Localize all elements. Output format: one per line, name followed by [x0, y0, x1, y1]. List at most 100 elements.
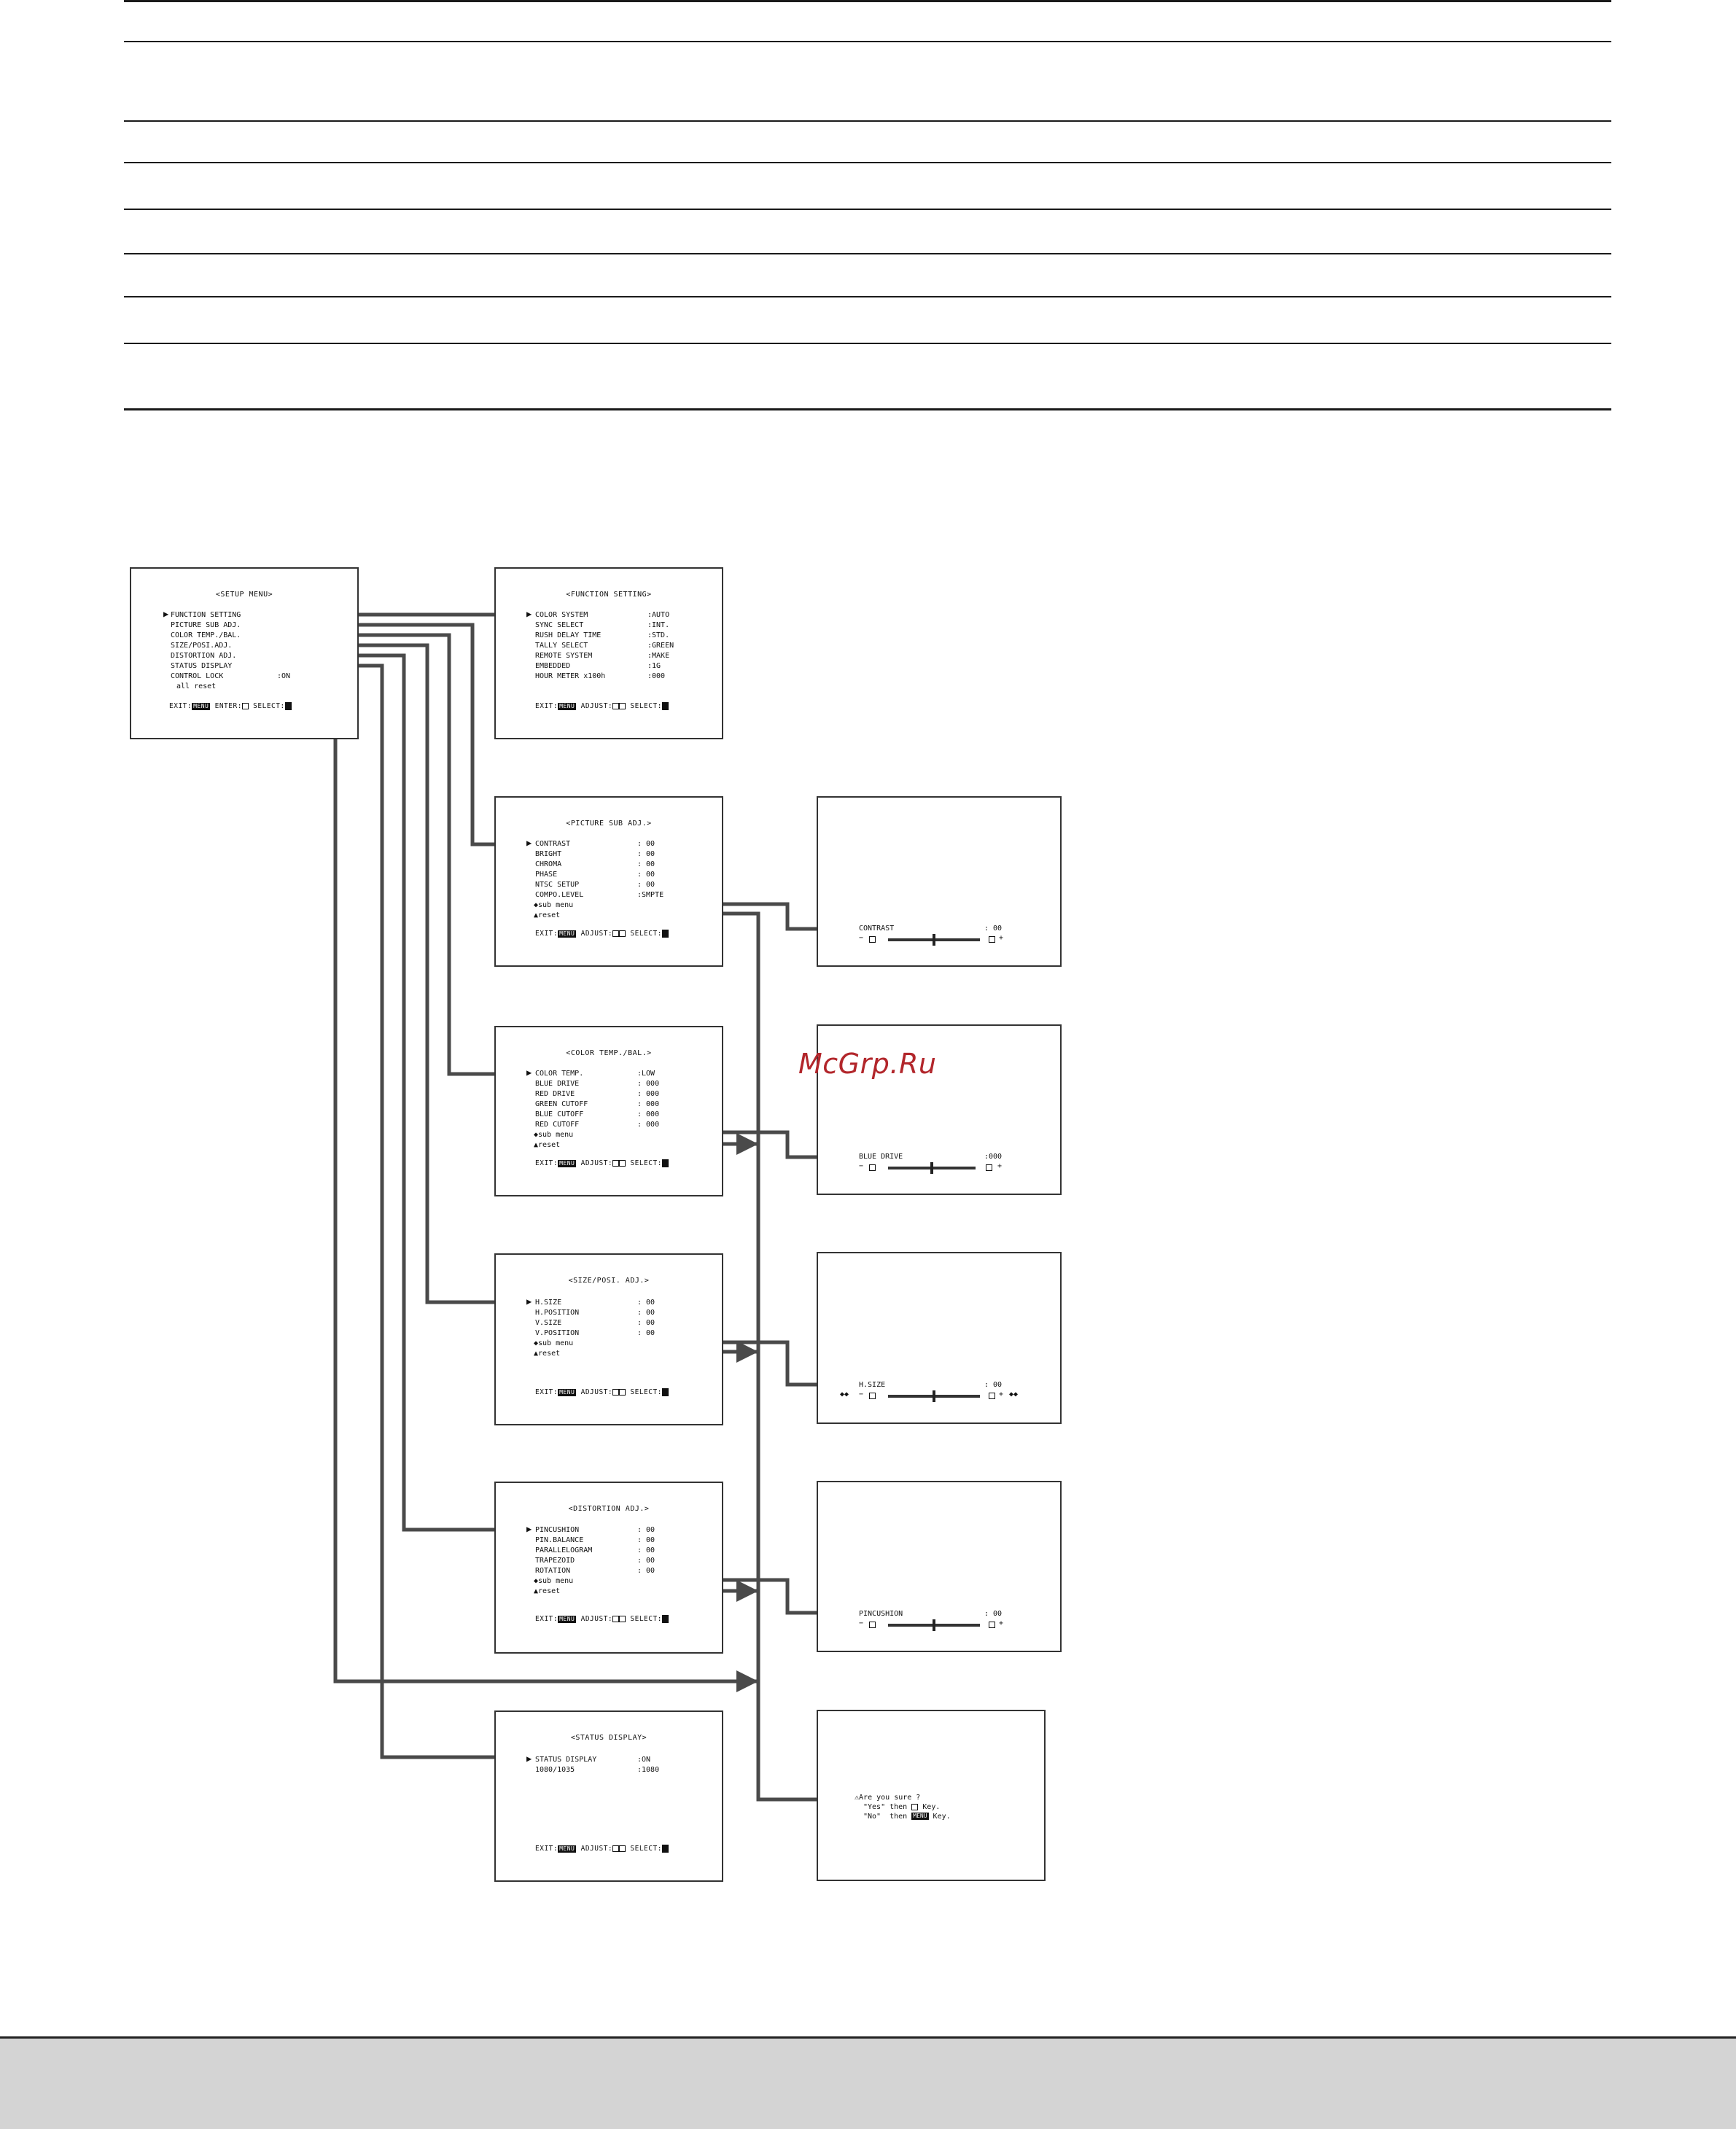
- row-value: : 00: [637, 850, 655, 858]
- color-temp-bal-footer: EXIT:MENU ADJUST: SELECT:: [535, 1159, 669, 1167]
- minus-key-icon: [612, 1845, 620, 1852]
- size-row-h-size[interactable]: H.SIZE: 00: [535, 1298, 655, 1307]
- plus-sign: +: [997, 1162, 1003, 1170]
- adjust-label: ADJUST:: [580, 702, 613, 710]
- size-row-v-position[interactable]: V.POSITION: 00: [535, 1328, 655, 1338]
- exit-label: EXIT:: [535, 1845, 558, 1853]
- distortion-row-sub-menu[interactable]: ◆sub menu: [534, 1577, 574, 1585]
- function-row-rush-delay-time[interactable]: RUSH DELAY TIME:STD.: [535, 631, 669, 640]
- watermark: McGrp.Ru: [798, 1048, 937, 1080]
- status-row-1080-1035[interactable]: 1080/1035 :1080: [535, 1765, 659, 1775]
- slider-knob[interactable]: [933, 934, 935, 946]
- menu-item-control-lock[interactable]: CONTROL LOCK: [171, 672, 224, 680]
- row-label: H.POSITION: [535, 1309, 580, 1317]
- menu-key-icon: MENU: [192, 702, 211, 710]
- row-label: REMOTE SYSTEM: [535, 652, 593, 660]
- color-row-reset[interactable]: ▲reset: [534, 1141, 561, 1149]
- color-row-sub-menu[interactable]: ◆sub menu: [534, 1131, 574, 1139]
- row-value: : 000: [637, 1121, 660, 1129]
- row-label: COMPO.LEVEL: [535, 891, 584, 899]
- picture-row-ntsc-setup[interactable]: NTSC SETUP: 00: [535, 880, 655, 890]
- function-row-tally-select[interactable]: TALLY SELECT:GREEN: [535, 641, 674, 650]
- row-label: RED DRIVE: [535, 1090, 575, 1098]
- minus-key-icon: [612, 930, 620, 937]
- minus-key-icon: [869, 1622, 876, 1628]
- size-row-h-position[interactable]: H.POSITION: 00: [535, 1308, 655, 1318]
- menu-item-picture-sub-adj[interactable]: PICTURE SUB ADJ.: [171, 621, 241, 629]
- minus-sign: −: [859, 1390, 864, 1398]
- selection-cursor-icon: ▶: [163, 609, 169, 619]
- distortion-row-reset[interactable]: ▲reset: [534, 1587, 561, 1595]
- row-label: 1080/1035: [535, 1766, 575, 1774]
- size-row-v-size[interactable]: V.SIZE: 00: [535, 1318, 655, 1328]
- row-label: sub menu: [538, 1131, 574, 1139]
- menu-item-status-display[interactable]: STATUS DISPLAY: [171, 662, 233, 670]
- function-row-remote-system[interactable]: REMOTE SYSTEM:MAKE: [535, 651, 669, 661]
- function-row-sync-select[interactable]: SYNC SELECT:INT.: [535, 620, 669, 630]
- picture-row-phase[interactable]: PHASE: 00: [535, 870, 655, 879]
- menu-item-function-setting[interactable]: FUNCTION SETTING: [171, 611, 241, 619]
- picture-row-compo-level[interactable]: COMPO.LEVEL:SMPTE: [535, 890, 663, 900]
- select-key-icon: [661, 930, 669, 938]
- picture-row-chroma[interactable]: CHROMA: 00: [535, 860, 655, 869]
- row-label: PARALLELOGRAM: [535, 1546, 593, 1554]
- confirm-question: ⚠Are you sure ?: [855, 1794, 921, 1802]
- menu-item-all-reset[interactable]: all reset: [176, 682, 217, 690]
- row-value: :ON: [637, 1756, 651, 1764]
- select-label: SELECT:: [630, 1845, 662, 1853]
- distortion-row-pin-balance[interactable]: PIN.BALANCE: 00: [535, 1536, 655, 1545]
- color-row-red-cutoff[interactable]: RED CUTOFF: 000: [535, 1120, 659, 1129]
- menu-item-size-posi-adj[interactable]: SIZE/POSI.ADJ.: [171, 642, 233, 650]
- slider-value: : 00: [984, 925, 1003, 933]
- row-label: EMBEDDED: [535, 662, 571, 670]
- row-label: PIN.BALANCE: [535, 1536, 584, 1544]
- color-row-green-cutoff[interactable]: GREEN CUTOFF: 000: [535, 1099, 659, 1109]
- color-row-red-drive[interactable]: RED DRIVE: 000: [535, 1089, 659, 1099]
- size-row-reset[interactable]: ▲reset: [534, 1350, 561, 1358]
- picture-row-contrast[interactable]: CONTRAST: 00: [535, 839, 655, 849]
- menu-key-icon: MENU: [558, 1388, 577, 1396]
- slider-knob[interactable]: [933, 1390, 935, 1402]
- header-rule: [124, 41, 1611, 42]
- distortion-adj-footer: EXIT:MENU ADJUST: SELECT:: [535, 1615, 669, 1623]
- plus-key-icon: [619, 703, 626, 709]
- distortion-row-trapezoid[interactable]: TRAPEZOID: 00: [535, 1556, 655, 1565]
- distortion-row-pincushion[interactable]: PINCUSHION: 00: [535, 1525, 655, 1535]
- plus-sign: +: [999, 934, 1004, 942]
- minus-key-icon: [612, 1616, 620, 1622]
- size-posi-adj-screen: <SIZE/POSI. ADJ.> ▶ H.SIZE: 00 H.POSITIO…: [494, 1253, 723, 1425]
- row-label: CHROMA: [535, 860, 562, 868]
- function-row-color-system[interactable]: COLOR SYSTEM:AUTO: [535, 610, 669, 620]
- color-row-color-temp[interactable]: COLOR TEMP.:LOW: [535, 1069, 655, 1078]
- row-value: :LOW: [637, 1070, 655, 1078]
- minus-key-icon: [869, 936, 876, 943]
- enter-key-icon: [241, 703, 249, 709]
- adjust-label: ADJUST:: [580, 1388, 613, 1396]
- slider-knob[interactable]: [930, 1162, 933, 1174]
- slider-knob[interactable]: [933, 1619, 935, 1631]
- color-row-blue-drive[interactable]: BLUE DRIVE: 000: [535, 1079, 659, 1089]
- picture-row-sub-menu[interactable]: ◆sub menu: [534, 901, 574, 909]
- plus-sign: +: [999, 1390, 1004, 1398]
- pincushion-slider-screen: PINCUSHION : 00 − +: [817, 1481, 1062, 1652]
- function-row-embedded[interactable]: EMBEDDED:1G: [535, 661, 661, 671]
- minus-key-icon: [869, 1164, 876, 1171]
- header-rule: [124, 408, 1611, 410]
- minus-key-icon: [869, 1393, 876, 1399]
- size-row-sub-menu[interactable]: ◆sub menu: [534, 1339, 574, 1347]
- header-rule: [124, 253, 1611, 254]
- row-label: reset: [538, 911, 561, 919]
- row-label: H.SIZE: [535, 1299, 562, 1307]
- status-row-status-display[interactable]: STATUS DISPLAY:ON: [535, 1755, 650, 1764]
- picture-sub-adj-title: <PICTURE SUB ADJ.>: [566, 820, 652, 828]
- distortion-row-rotation[interactable]: ROTATION: 00: [535, 1566, 655, 1576]
- setup-menu-footer: EXIT:MENU ENTER: SELECT:: [169, 702, 292, 710]
- menu-item-color-temp-bal[interactable]: COLOR TEMP./BAL.: [171, 631, 241, 639]
- color-row-blue-cutoff[interactable]: BLUE CUTOFF: 000: [535, 1110, 659, 1119]
- distortion-row-parallelogram[interactable]: PARALLELOGRAM: 00: [535, 1546, 655, 1555]
- size-posi-adj-footer: EXIT:MENU ADJUST: SELECT:: [535, 1388, 669, 1396]
- row-value: :1080: [637, 1766, 660, 1774]
- picture-row-reset[interactable]: ▲reset: [534, 911, 561, 919]
- picture-row-bright[interactable]: BRIGHT: 00: [535, 849, 655, 859]
- menu-item-distortion-adj[interactable]: DISTORTION ADJ.: [171, 652, 237, 660]
